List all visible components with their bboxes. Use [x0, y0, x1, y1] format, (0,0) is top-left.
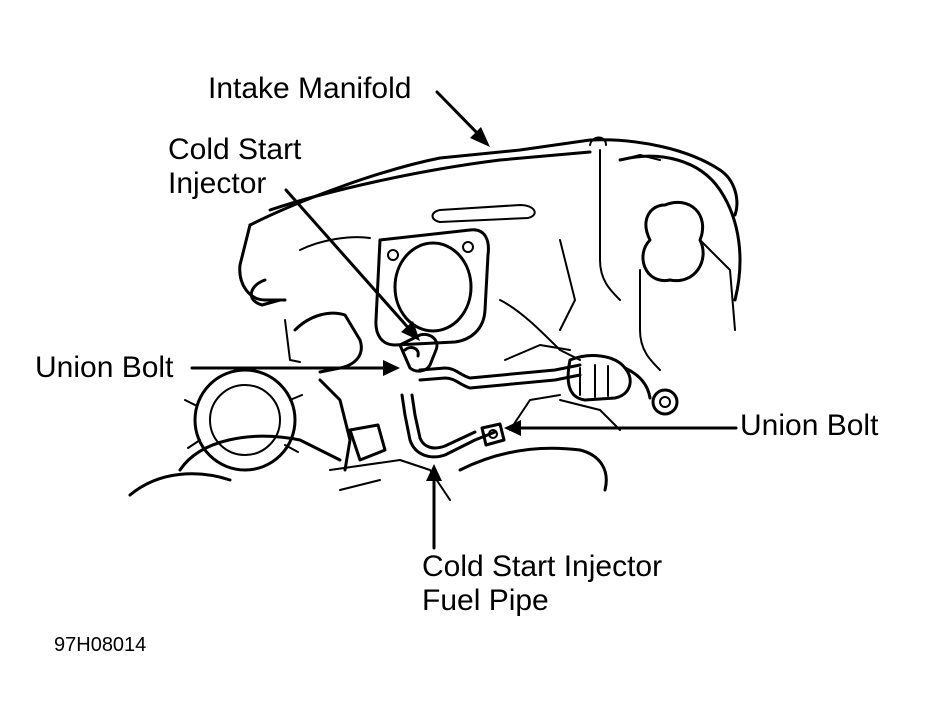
intake-manifold-label: Intake Manifold: [208, 72, 412, 105]
fuel-pipe-label-line1: Cold Start Injector: [422, 550, 663, 583]
union-bolt-left-label: Union Bolt: [35, 351, 174, 384]
fuel-pipe-label: Cold Start Injector Fuel Pipe: [422, 550, 662, 618]
cold-start-injector-label-line2: Injector: [168, 167, 267, 200]
figure-id: 97H08014: [54, 634, 147, 656]
cold-start-injector-label: Cold Start Injector: [168, 133, 301, 201]
union-bolt-right-label: Union Bolt: [740, 409, 879, 442]
intake-manifold-drawing: [128, 136, 742, 501]
cold-start-injector-label-line1: Cold Start: [168, 133, 302, 166]
leader-arrows: [190, 90, 738, 550]
fuel-pipe-label-line2: Fuel Pipe: [422, 584, 549, 617]
